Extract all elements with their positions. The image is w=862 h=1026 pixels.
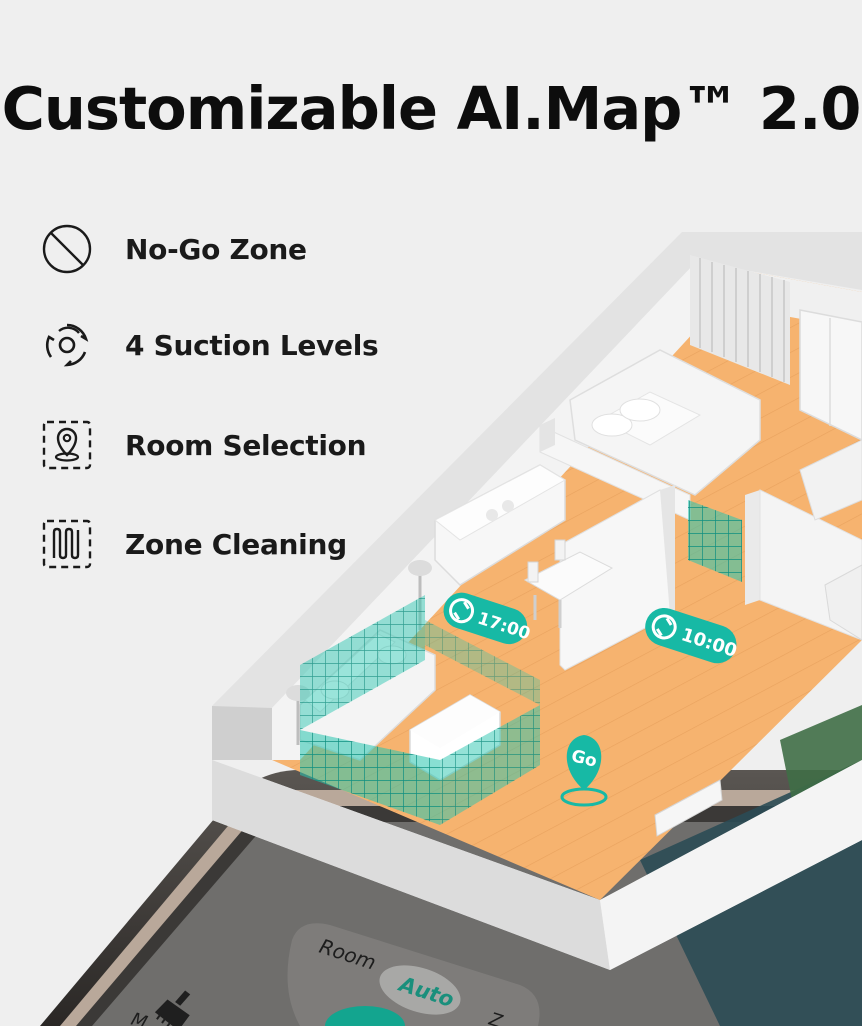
feature-label: No-Go Zone xyxy=(125,232,307,266)
feature-label: 4 Suction Levels xyxy=(125,328,379,362)
go-location-marker[interactable]: Go xyxy=(560,735,608,807)
curtain xyxy=(690,255,790,385)
feature-no-go-zone: No-Go Zone xyxy=(40,222,307,276)
suction-levels-icon xyxy=(40,318,94,372)
bed xyxy=(569,349,761,496)
broom-icon[interactable] xyxy=(151,984,196,1026)
zone-cleaning-icon xyxy=(40,517,94,571)
page-title: Customizable AI.Map™ 2.0 xyxy=(1,74,862,143)
feature-zone-cleaning: Zone Cleaning xyxy=(40,517,347,571)
no-go-zone-barrier xyxy=(300,500,742,825)
kitchen-counter xyxy=(434,464,566,586)
feature-label: Room Selection xyxy=(125,428,367,462)
feature-room-selection: Room Selection xyxy=(40,418,367,472)
room-selection-icon xyxy=(40,418,94,472)
no-go-zone-icon xyxy=(40,222,94,276)
mode-map-label[interactable]: M xyxy=(128,1009,150,1026)
feature-label: Zone Cleaning xyxy=(125,527,347,561)
feature-suction-levels: 4 Suction Levels xyxy=(40,318,379,372)
floor-plan: 17:00 10:00 Go xyxy=(212,232,862,970)
